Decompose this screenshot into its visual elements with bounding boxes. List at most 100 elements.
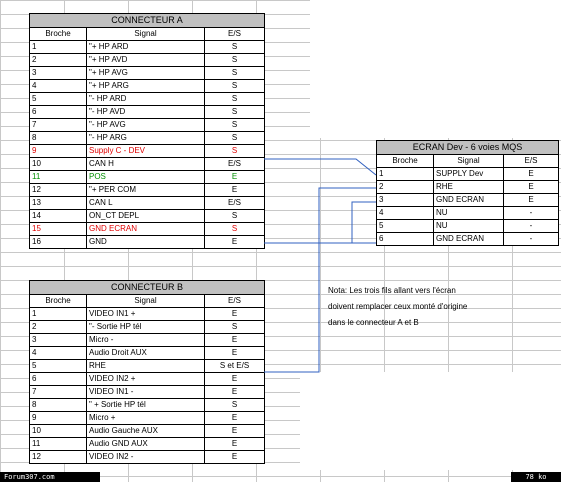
signal-cell: VIDEO IN1 -: [86, 385, 205, 399]
signal-cell: GND ECRAN: [86, 222, 205, 236]
es-cell: E: [203, 235, 266, 249]
signal-cell: "+ PER COM: [86, 183, 205, 197]
broche-cell: 11: [29, 170, 87, 184]
signal-cell: "- HP AVG: [86, 118, 205, 132]
broche-cell: 4: [29, 79, 87, 93]
es-cell: S: [204, 398, 265, 412]
broche-cell: 12: [29, 183, 87, 197]
es-cell: E: [204, 424, 265, 438]
broche-cell: 13: [29, 196, 87, 210]
signal-cell: "- HP AVD: [86, 105, 205, 119]
note-line-3: dans le connecteur A et B: [328, 318, 419, 327]
es-cell: E: [204, 385, 265, 399]
broche-cell: 4: [29, 346, 87, 360]
signal-cell: NU: [433, 206, 504, 220]
signal-cell: CAN H: [86, 157, 205, 171]
es-cell: S: [203, 105, 266, 119]
signal-cell: GND ECRAN: [433, 232, 504, 246]
site-watermark: Forum307.com: [0, 472, 100, 482]
signal-cell: SUPPLY Dev: [433, 167, 504, 181]
es-cell: -: [502, 219, 560, 233]
broche-cell: 8: [29, 131, 87, 145]
es-cell: S: [203, 66, 266, 80]
es-cell: E: [502, 180, 560, 194]
broche-cell: 8: [29, 398, 87, 412]
broche-cell: 12: [29, 450, 87, 464]
es-cell: E: [204, 372, 265, 386]
es-cell: E: [204, 437, 265, 451]
broche-cell: 10: [29, 424, 87, 438]
es-cell: E/S: [203, 196, 266, 210]
ecran-table: ECRAN Dev - 6 voies MQS Broche Signal E/…: [375, 140, 560, 246]
signal-cell: GND ECRAN: [433, 193, 504, 207]
signal-cell: Micro +: [86, 411, 205, 425]
connecteur-a-title: CONNECTEUR A: [28, 13, 266, 28]
broche-cell: 2: [376, 180, 434, 194]
es-cell: E: [204, 450, 265, 464]
broche-cell: 6: [29, 105, 87, 119]
broche-cell: 3: [29, 333, 87, 347]
es-cell: E: [204, 411, 265, 425]
es-cell: S: [204, 320, 265, 334]
es-cell: S: [203, 222, 266, 236]
signal-cell: RHE: [433, 180, 504, 194]
es-cell: S et E/S: [204, 359, 265, 373]
column-header-broche: Broche: [29, 294, 87, 308]
column-header-es: E/S: [203, 27, 266, 41]
signal-cell: " + Sortie HP tél: [86, 398, 205, 412]
broche-cell: 11: [29, 437, 87, 451]
signal-cell: VIDEO IN2 +: [86, 372, 205, 386]
signal-cell: "- HP ARG: [86, 131, 205, 145]
signal-cell: "+ HP ARG: [86, 79, 205, 93]
signal-cell: "+ HP AVG: [86, 66, 205, 80]
blank-area-bottom: [300, 372, 561, 470]
broche-cell: 5: [29, 359, 87, 373]
es-cell: -: [502, 232, 560, 246]
signal-cell: POS: [86, 170, 205, 184]
broche-cell: 3: [376, 193, 434, 207]
signal-cell: GND: [86, 235, 205, 249]
broche-cell: 2: [29, 53, 87, 67]
broche-cell: 6: [29, 372, 87, 386]
broche-cell: 1: [376, 167, 434, 181]
signal-cell: Audio GND AUX: [86, 437, 205, 451]
broche-cell: 6: [376, 232, 434, 246]
es-cell: E/S: [203, 157, 266, 171]
note-line-2: doivent remplacer ceux monté d'origine: [328, 302, 468, 311]
signal-cell: CAN L: [86, 196, 205, 210]
column-header-es: E/S: [502, 154, 560, 168]
signal-cell: Micro -: [86, 333, 205, 347]
column-header-signal: Signal: [86, 294, 205, 308]
es-cell: E: [203, 183, 266, 197]
broche-cell: 4: [376, 206, 434, 220]
es-cell: E: [204, 333, 265, 347]
signal-cell: RHE: [86, 359, 205, 373]
signal-cell: "- Sortie HP tél: [86, 320, 205, 334]
signal-cell: "+ HP ARD: [86, 40, 205, 54]
broche-cell: 9: [29, 411, 87, 425]
file-size-badge: 78 ko: [511, 472, 561, 482]
es-cell: E: [204, 346, 265, 360]
es-cell: S: [203, 79, 266, 93]
column-header-signal: Signal: [433, 154, 504, 168]
es-cell: S: [203, 40, 266, 54]
